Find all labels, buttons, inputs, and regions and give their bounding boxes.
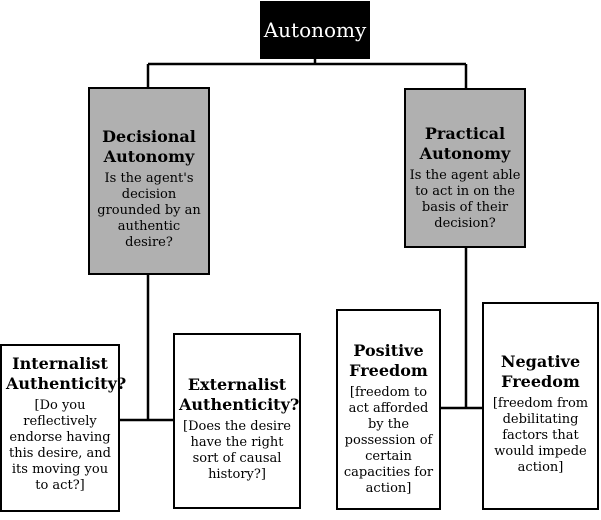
externalist-authenticity-description: [Does the desire have the right sort of … bbox=[183, 419, 291, 482]
positive-freedom-description: [freedom to act afforded by the possessi… bbox=[343, 385, 434, 496]
autonomy-root-node: Autonomy bbox=[260, 1, 370, 59]
practical-autonomy-title: Practical Autonomy bbox=[419, 124, 511, 163]
internalist-authenticity-description: [Do you reflectively endorse having this… bbox=[8, 398, 112, 493]
practical-autonomy-question: Is the agent able to act in on the basis… bbox=[409, 168, 521, 231]
externalist-authenticity-node: Externalist Authenticity? [Does the desi… bbox=[173, 333, 301, 509]
internalist-authenticity-node: Internalist Authenticity? [Do you reflec… bbox=[0, 344, 127, 512]
negative-freedom-node: Negative Freedom [freedom from debilitat… bbox=[482, 302, 599, 510]
externalist-authenticity-title: Externalist Authenticity? bbox=[179, 375, 300, 414]
decisional-autonomy-node: Decisional Autonomy Is the agent's decis… bbox=[88, 87, 210, 275]
decisional-autonomy-question: Is the agent's decision grounded by an a… bbox=[97, 171, 201, 250]
internalist-authenticity-title: Internalist Authenticity? bbox=[6, 354, 127, 393]
positive-freedom-title: Positive Freedom bbox=[349, 341, 428, 380]
negative-freedom-description: [freedom from debilitating factors that … bbox=[492, 396, 589, 475]
negative-freedom-title: Negative Freedom bbox=[500, 352, 581, 391]
autonomy-label: Autonomy bbox=[263, 18, 367, 42]
practical-autonomy-node: Practical Autonomy Is the agent able to … bbox=[404, 88, 526, 248]
decisional-autonomy-title: Decisional Autonomy bbox=[102, 127, 196, 166]
positive-freedom-node: Positive Freedom [freedom to act afforde… bbox=[336, 309, 441, 510]
